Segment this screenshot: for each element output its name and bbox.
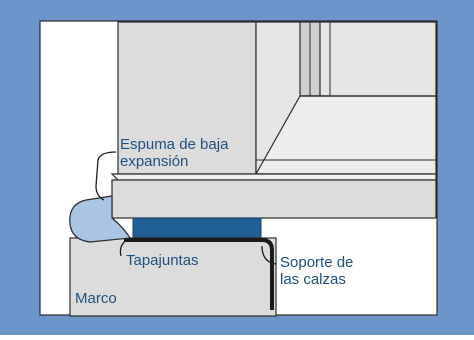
foam-label: Espuma de baja expansión [120,136,228,170]
flashing [124,238,274,310]
frame-label: Marco [75,290,117,307]
frame-block [69,237,277,317]
shim-label-line-2: las calzas [280,271,346,288]
low-expansion-foam [69,195,132,243]
window-sash [117,21,257,175]
flashing-label-text: Tapajuntas [126,252,199,269]
flashing-leader-line [119,237,131,257]
flashing-label: Tapajuntas [126,252,199,269]
foam-label-line-1: Espuma de baja [120,136,229,153]
shim-leader-line [261,245,277,265]
frame-label-text: Marco [75,290,117,307]
shim-support-label: Soporte de las calzas [280,254,353,288]
foam-leader-line [95,151,117,201]
window-sill [111,179,437,219]
foam-label-line-2: expansión [120,153,189,170]
sill-top [110,173,437,181]
shim-support [132,217,262,239]
shim-label-line-1: Soporte de [280,254,354,271]
